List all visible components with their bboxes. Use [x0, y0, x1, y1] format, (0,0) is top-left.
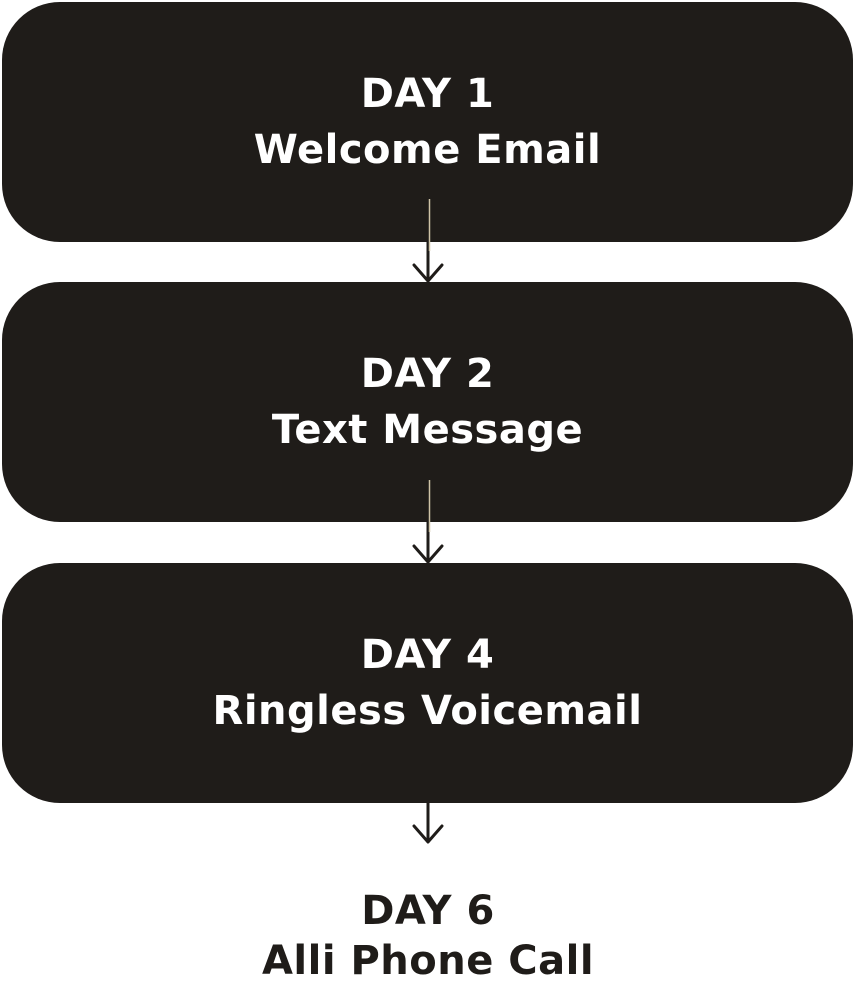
- step-title: Ringless Voicemail: [212, 688, 643, 734]
- final-step-day-label: DAY 6: [361, 888, 495, 934]
- step-title: Welcome Email: [253, 127, 602, 173]
- connector-arrow-3: [412, 758, 444, 844]
- connector-arrow-1: [412, 197, 444, 283]
- connector-arrow-2: [412, 478, 444, 564]
- step-day-label: DAY 1: [360, 71, 495, 117]
- final-step-day-6: DAY 6 Alli Phone Call: [0, 886, 856, 986]
- step-day-label: DAY 4: [360, 632, 495, 678]
- step-day-label: DAY 2: [360, 351, 495, 397]
- final-step-title: Alli Phone Call: [261, 938, 595, 984]
- step-title: Text Message: [271, 407, 584, 453]
